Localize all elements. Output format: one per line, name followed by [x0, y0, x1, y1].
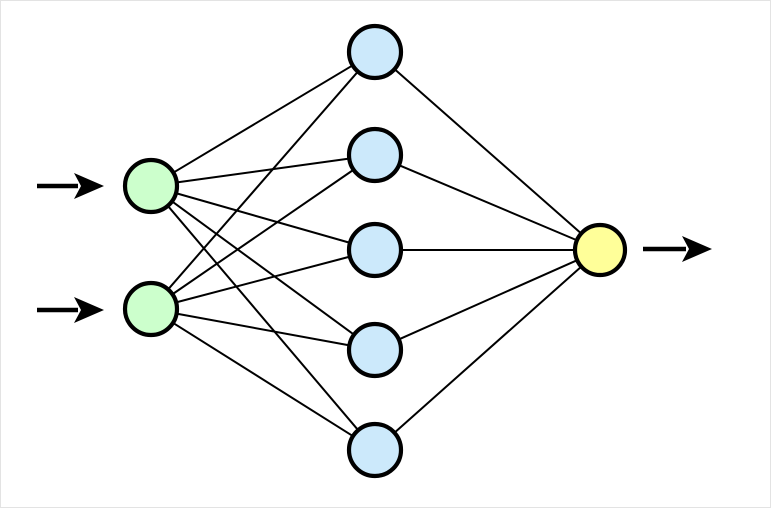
nodes-group	[122, 23, 628, 479]
node-h3[interactable]	[346, 221, 404, 279]
input-arrow-1-head-icon	[74, 173, 104, 199]
input-arrow-2-head-icon	[74, 297, 104, 323]
edge-h2-o1	[396, 163, 580, 242]
edges-group	[165, 63, 584, 438]
node-h1[interactable]	[346, 23, 404, 81]
output-arrow-1	[643, 236, 712, 262]
edge-i1-h3	[173, 191, 353, 245]
edge-i1-h2	[174, 157, 352, 184]
edge-i2-h4	[174, 312, 352, 347]
edge-h1-o1	[392, 67, 584, 236]
output-layer	[572, 222, 628, 278]
edge-i2-h3	[173, 255, 353, 304]
node-h4[interactable]	[346, 321, 404, 379]
edge-h4-o1	[396, 258, 580, 342]
io-arrows-group	[37, 173, 712, 323]
edge-i1-h1	[171, 63, 355, 175]
input-arrow-2	[37, 297, 104, 323]
output-arrow-1-head-icon	[682, 236, 712, 262]
node-h2[interactable]	[346, 126, 404, 184]
edge-i1-h4	[169, 199, 357, 337]
input-layer	[122, 157, 180, 338]
input-arrow-1	[37, 173, 104, 199]
edge-i2-h2	[170, 167, 356, 297]
edge-i2-h1	[166, 69, 360, 292]
edge-i1-h5	[165, 203, 361, 433]
hidden-layer	[346, 23, 404, 479]
edge-i2-h5	[170, 321, 356, 438]
edge-h5-o1	[392, 264, 584, 435]
node-h5[interactable]	[346, 421, 404, 479]
node-i1[interactable]	[122, 157, 180, 215]
node-i2[interactable]	[122, 280, 180, 338]
node-o1[interactable]	[572, 222, 628, 278]
